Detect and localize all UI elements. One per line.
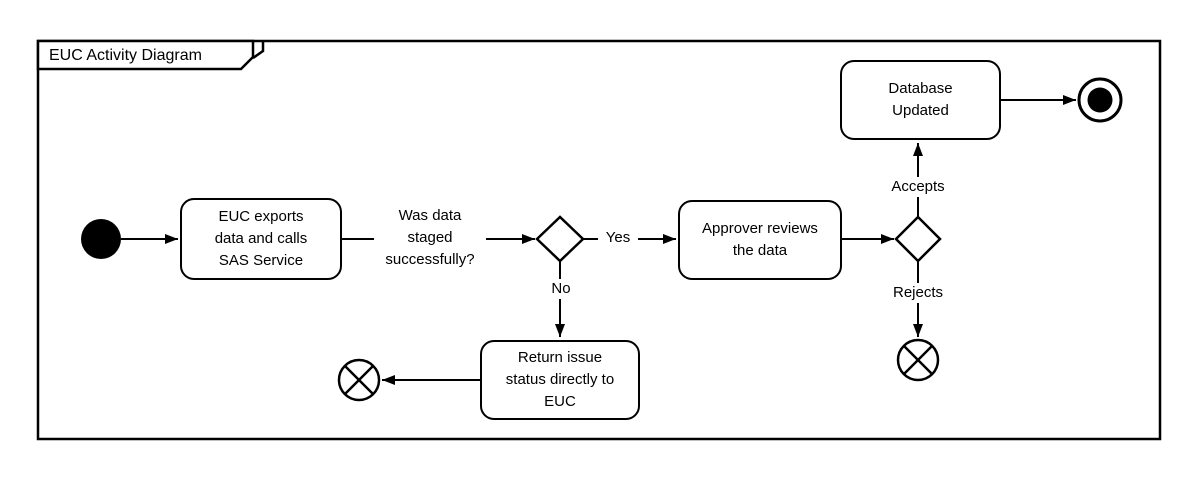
activity-label: Database Updated [888,80,953,119]
flow-final-node-right[interactable] [896,338,940,382]
diagram-frame [36,39,1162,441]
activity-label: EUC exports data and calls SAS Service [214,208,308,269]
activity-euc-exports[interactable]: EUC exports data and calls SAS Service [180,198,342,280]
frame-title: EUC Activity Diagram [49,47,202,64]
activity-label: Approver reviews the data [702,220,818,259]
end-node[interactable] [1077,77,1123,123]
activity-database-updated[interactable]: Database Updated [840,60,1001,140]
start-node[interactable] [81,219,121,259]
frame-title-tab-fold [252,41,265,60]
decision-staged[interactable] [535,215,585,263]
decision-approval[interactable] [894,215,942,263]
activity-approver-reviews[interactable]: Approver reviews the data [678,200,842,280]
edge-label-no: No [543,279,579,299]
edge-label-staged-question: Was data staged successfully? [374,204,486,272]
edge-label-accepts: Accepts [884,177,952,197]
edge-label-yes: Yes [598,228,638,248]
activity-return-issue[interactable]: Return issue status directly to EUC [480,340,640,420]
flow-final-node-left[interactable] [337,358,381,402]
edge-label-rejects: Rejects [886,283,950,303]
activity-label: Return issue status directly to EUC [505,349,615,410]
frame-title-tab [36,39,255,71]
